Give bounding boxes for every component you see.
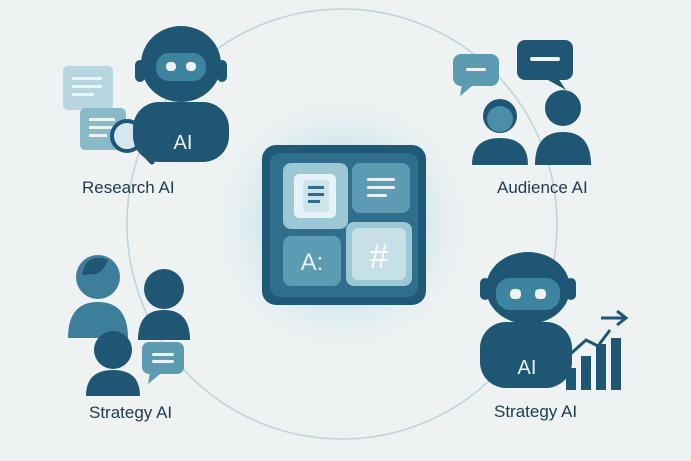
research-ai-badge: AI: [174, 132, 193, 154]
person-icon: [86, 331, 140, 396]
hash-tile-text: #: [370, 238, 389, 276]
speech-bubble-icon: [453, 54, 499, 96]
text-lines-icon: [367, 178, 395, 197]
audience-ai-label: Audience AI: [497, 178, 588, 197]
speech-bubble-icon: [142, 342, 184, 384]
speech-bubble-icon: [517, 40, 573, 90]
central-hub: A: #: [262, 145, 426, 305]
strategy-ai-right-label: Strategy AI: [494, 402, 578, 421]
research-ai-label: Research AI: [82, 178, 175, 197]
person-icon: [68, 255, 128, 338]
robot-icon: [480, 252, 576, 388]
research-ai-node: AI: [63, 26, 229, 165]
strategy-ai-right-node: AI: [480, 252, 629, 390]
arrow-right-icon: [601, 309, 629, 327]
person-icon: [535, 90, 591, 165]
a-tile: [283, 236, 341, 286]
robot-icon: [133, 26, 229, 162]
document-icon: [63, 66, 113, 110]
strategy-ai-left-label: Strategy AI: [89, 403, 173, 422]
person-icon: [138, 269, 190, 340]
document-icon: [303, 180, 329, 212]
bar-chart-icon: [564, 329, 621, 390]
a-tile-text: A:: [301, 249, 324, 276]
connection-ring: [126, 8, 558, 440]
strategy-ai-left-node: [68, 255, 190, 396]
person-icon: [472, 99, 528, 165]
strategy-ai-badge: AI: [518, 357, 537, 379]
audience-ai-node: [453, 40, 591, 165]
